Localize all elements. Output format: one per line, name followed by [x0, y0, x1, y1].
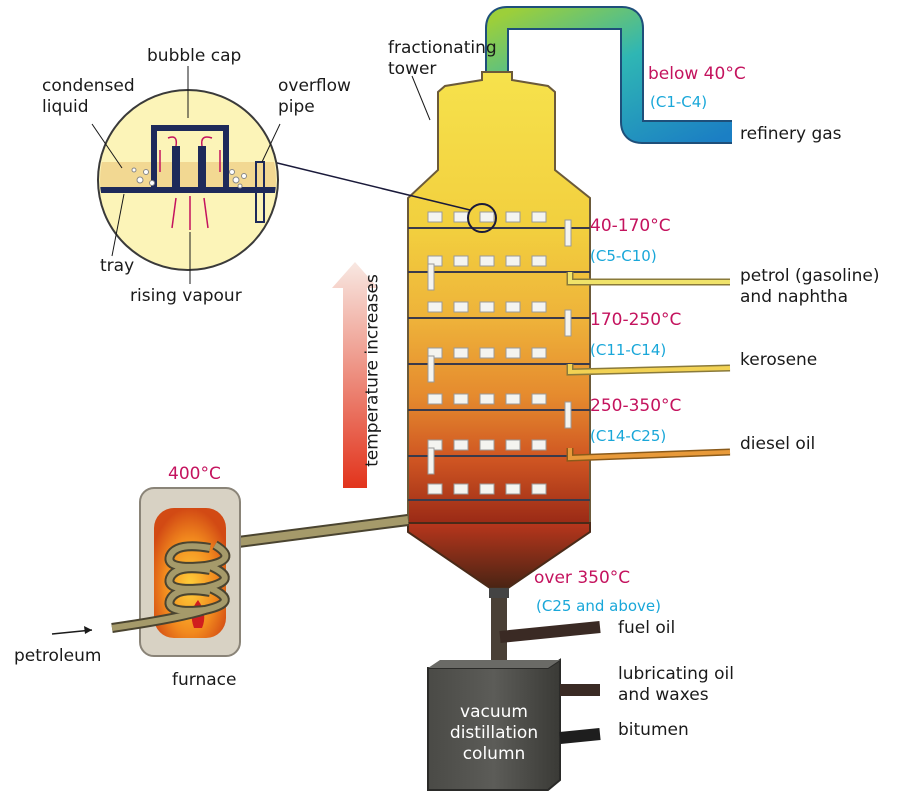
furnace-temp-label: 400°C	[168, 464, 221, 484]
fraction-2-carbon: (C5-C10)	[590, 247, 657, 265]
overflow-pipe-label: overflow pipe	[278, 76, 351, 118]
fraction-1-temp: below 40°C	[648, 64, 746, 84]
magnify-marker	[467, 203, 497, 233]
bubble-cap-detail	[91, 66, 281, 284]
overflow-pipe-line1: overflow	[278, 76, 351, 96]
temperature-increases-label: temperature increases	[362, 274, 383, 467]
tower-overflow-pipes	[427, 219, 572, 475]
refinery-gas-pipe	[487, 7, 732, 142]
petroleum-label: petroleum	[14, 646, 102, 666]
tower-trays	[408, 227, 590, 501]
magnify-connector	[264, 159, 471, 211]
vacuum-column-label: vacuum distillation column	[432, 702, 556, 765]
fuel-oil-pipe	[499, 621, 601, 643]
fraction-4-product: diesel oil	[740, 434, 816, 454]
fraction-2-product-line1: petrol (gasoline)	[740, 266, 880, 286]
kerosene-pipe	[568, 364, 731, 375]
fuel-oil-label: fuel oil	[618, 618, 676, 638]
condensed-liquid-line1: condensed	[42, 76, 135, 96]
lubricating-oil-line2: and waxes	[618, 685, 709, 705]
fraction-4-carbon: (C14-C25)	[590, 427, 667, 445]
fraction-2-temp: 40-170°C	[590, 216, 671, 236]
bubble-cap-label: bubble cap	[147, 46, 242, 66]
fractionating-tower-line2: tower	[388, 59, 437, 79]
bitumen-pipe	[559, 728, 601, 744]
condensed-liquid-label: condensed liquid	[42, 76, 135, 118]
fraction-2-product-line2: and naphtha	[740, 287, 849, 307]
fractionating-tower-label: fractionating tower	[388, 38, 497, 80]
furnace-label: furnace	[172, 670, 237, 690]
fraction-5-temp: over 350°C	[534, 568, 631, 588]
lubricating-oil-line1: lubricating oil	[618, 664, 734, 684]
furnace-coil	[111, 542, 229, 631]
vacuum-column-line1: vacuum	[460, 702, 528, 722]
fraction-2-product: petrol (gasoline) and naphtha	[740, 266, 879, 308]
condensed-liquid-line2: liquid	[42, 97, 89, 117]
fraction-4-temp: 250-350°C	[590, 396, 682, 416]
tower-outlet-flange	[489, 588, 509, 598]
bubble-caps	[427, 211, 547, 495]
bottom-pipe	[491, 598, 507, 668]
fraction-1-carbon: (C1-C4)	[650, 93, 708, 111]
bitumen-label: bitumen	[618, 720, 689, 740]
vacuum-column-top	[428, 660, 560, 668]
fractionating-tower-line1: fractionating	[388, 38, 497, 58]
fraction-3-temp: 170-250°C	[590, 310, 682, 330]
vacuum-column-line2: distillation	[449, 723, 539, 743]
petrol-pipe	[568, 272, 730, 284]
tower-pointer	[411, 75, 431, 121]
rising-vapour-label: rising vapour	[130, 286, 242, 306]
fraction-3-product: kerosene	[740, 350, 818, 370]
diesel-pipe	[568, 448, 731, 461]
fraction-1-product: refinery gas	[740, 124, 842, 144]
lubricating-oil-label: lubricating oil and waxes	[618, 664, 734, 706]
fraction-3-carbon: (C11-C14)	[590, 341, 667, 359]
feed-pipe	[214, 516, 409, 549]
tray-label: tray	[100, 256, 135, 276]
vacuum-column-line3: column	[462, 744, 526, 764]
temperature-arrow	[332, 262, 378, 488]
fraction-5-carbon: (C25 and above)	[536, 597, 662, 615]
petroleum-arrowhead	[84, 626, 92, 634]
overflow-pipe-line2: pipe	[278, 97, 315, 117]
